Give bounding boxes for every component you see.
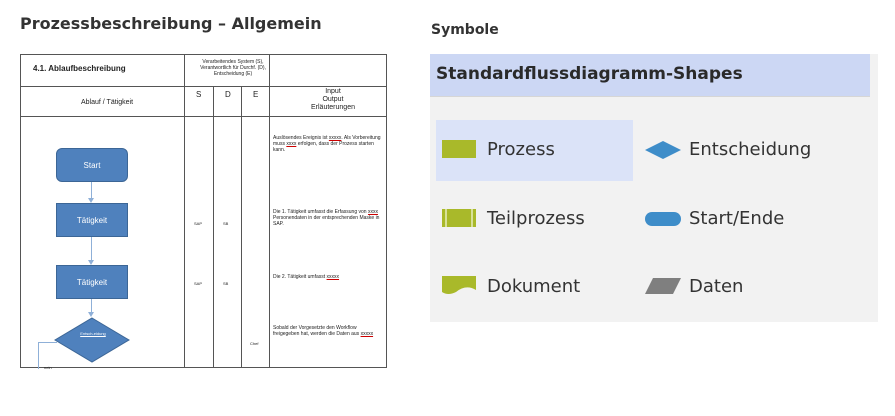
decision-diamond-icon [645,141,681,164]
shape-label-daten[interactable]: Daten [689,276,744,297]
document-icon [442,276,476,301]
no-branch-label: nein [44,365,52,370]
shape-label-dokument[interactable]: Dokument [487,276,581,297]
col-d-header: D [225,90,231,99]
shapes-panel-header[interactable]: Standardflussdiagramm-Shapes [430,54,870,97]
row4-description: Sobald der Vorgesetzte den Workflow frei… [273,325,374,337]
row1-description: Auslösendes Ereignis ist xxxxx. Als Vorb… [273,135,381,153]
row3-description: Die 2. Tätigkeit umfasst xxxxx [273,274,340,280]
flow-task-shape: Tätigkeit [56,265,128,299]
row3-s: SAP [194,281,203,286]
symbols-title: Symbole [431,22,499,38]
flow-decision-shape: Entsch-eidung [54,317,130,363]
shape-label-teilprozess[interactable]: Teilprozess [487,208,585,229]
system-header: Verarbeitendes System (S), Verantwortlic… [200,59,266,77]
row2-s: SAP [194,221,203,226]
shapes-panel: Standardflussdiagramm-Shapes Prozess Ent… [430,54,878,322]
col-io-header: Input Output Erläuterungen [283,88,383,112]
shape-label-prozess[interactable]: Prozess [487,139,555,160]
io-erlaeuterungen: Erläuterungen [311,104,355,111]
shape-label-start-ende[interactable]: Start/Ende [689,208,785,229]
table-header-row: 4.1. Ablaufbeschreibung Verarbeitendes S… [21,55,386,87]
terminator-icon [645,212,681,231]
row2-description: Die 1. Tätigkeit umfasst die Erfassung v… [273,209,380,227]
document-title: 4.1. Ablaufbeschreibung [33,64,126,73]
data-parallelogram-icon [645,278,681,299]
page-title: Prozessbeschreibung – Allgemein [20,14,322,33]
decision-label: Entsch-eidung [80,331,106,336]
row2-d: SB [223,221,229,226]
shapes-panel-title: Standardflussdiagramm-Shapes [436,64,743,84]
column-header-row: Ablauf / Tätigkeit S D E Input Output Er… [21,86,386,117]
process-description-table: 4.1. Ablaufbeschreibung Verarbeitendes S… [20,54,387,370]
row4-e: Chef [250,341,259,346]
col-ablauf-header: Ablauf / Tätigkeit [81,99,134,106]
flow-task-shape: Tätigkeit [56,203,128,237]
subprocess-icon [442,209,476,232]
io-output: Output [322,96,344,103]
col-s-header: S [196,90,202,99]
process-rectangle-icon [442,140,476,163]
col-e-header: E [253,90,259,99]
row3-d: SB [223,281,229,286]
shape-label-entscheidung[interactable]: Entscheidung [689,139,812,160]
io-input: Input [325,88,341,95]
flow-start-shape: Start [56,148,128,182]
